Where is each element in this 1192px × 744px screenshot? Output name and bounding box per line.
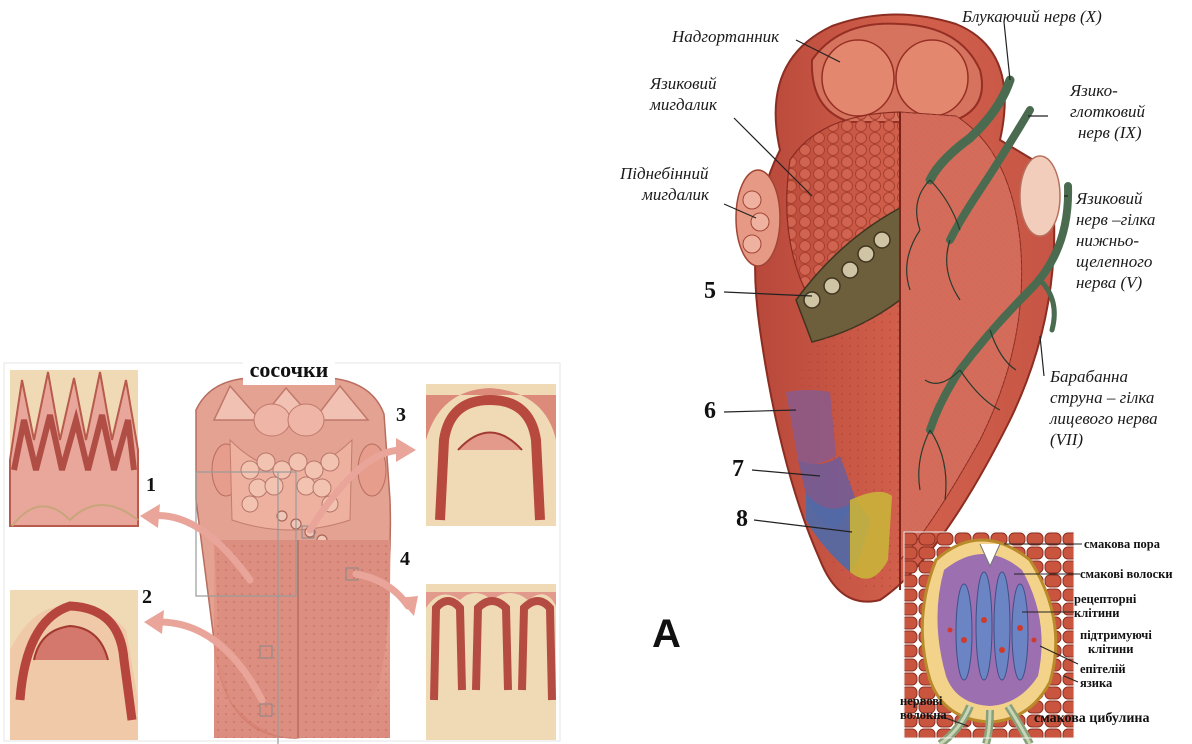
label-taste-pore: смакова пора xyxy=(1084,537,1160,551)
tongue-papillae-illustration xyxy=(196,378,390,744)
label-lingual-tonsil: Язиковий мигдалик xyxy=(650,73,717,115)
label-receptor-cells: рецепторні клітини xyxy=(1074,592,1136,620)
label-receptor-line2: клітини xyxy=(1074,606,1136,620)
zone-number-5: 5 xyxy=(704,278,716,305)
tongue-innervation-illustration xyxy=(736,14,1068,601)
label-epiglottis: Надгортанник xyxy=(672,26,779,47)
label-glossopharyngeal-line1: Язико- xyxy=(1070,80,1145,101)
label-lingual-nerve-line4: щелепного xyxy=(1076,251,1155,272)
label-supporting-cells: підтримуючі клітини xyxy=(1080,628,1152,656)
label-chorda-line4: (VII) xyxy=(1050,429,1158,450)
papilla-number-1: 1 xyxy=(146,474,156,497)
label-palatine-tonsil-line1: Піднебінний xyxy=(620,163,709,184)
label-lingual-nerve-line1: Язиковий xyxy=(1076,188,1155,209)
papilla-number-2: 2 xyxy=(142,586,152,609)
papilla-inset-3 xyxy=(426,384,556,526)
papillae-title: сосочки xyxy=(243,355,335,385)
label-palatine-tonsil: Піднебінний мигдалик xyxy=(620,163,709,205)
label-supporting-line1: підтримуючі xyxy=(1080,628,1152,642)
label-chorda-line3: лицевого нерва xyxy=(1050,408,1158,429)
label-vagus-nerve: Блукаючий нерв (X) xyxy=(962,6,1102,27)
label-supporting-line2: клітини xyxy=(1088,642,1160,656)
label-taste-hairs: смакові волоски xyxy=(1080,567,1173,581)
zone-number-6: 6 xyxy=(704,398,716,425)
label-chorda-tympani: Барабанна струна – гілка лицевого нерва … xyxy=(1050,366,1158,450)
label-glossopharyngeal-line3: нерв (IX) xyxy=(1078,122,1153,143)
label-chorda-line1: Барабанна xyxy=(1050,366,1158,387)
papilla-inset-1 xyxy=(10,370,138,526)
zone-number-7: 7 xyxy=(732,456,744,483)
label-palatine-tonsil-line2: мигдалик xyxy=(642,184,731,205)
label-lingual-nerve-line2: нерв –гілка xyxy=(1076,209,1155,230)
label-tongue-epithelium: епітелій язика xyxy=(1080,662,1126,690)
papilla-number-4: 4 xyxy=(400,548,410,571)
label-nerve-fibers-line1: нервові xyxy=(900,694,947,708)
label-glossopharyngeal-line2: глотковий xyxy=(1070,101,1145,122)
label-lingual-nerve-line5: нерва (V) xyxy=(1076,272,1155,293)
label-taste-bulb: смакова цибулина xyxy=(1034,712,1150,726)
label-chorda-line2: струна – гілка xyxy=(1050,387,1158,408)
label-glossopharyngeal-nerve: Язико- глотковий нерв (IX) xyxy=(1070,80,1145,143)
label-nerve-fibers: нервові волокна xyxy=(900,694,947,722)
label-epithelium-line2: язика xyxy=(1080,676,1126,690)
papilla-number-3: 3 xyxy=(396,404,406,427)
label-epithelium-line1: епітелій xyxy=(1080,662,1126,676)
zone-number-8: 8 xyxy=(736,506,748,533)
label-nerve-fibers-line2: волокна xyxy=(900,708,947,722)
papilla-inset-4 xyxy=(426,584,556,740)
label-lingual-tonsil-line1: Язиковий xyxy=(650,73,717,94)
label-lingual-tonsil-line2: мигдалик xyxy=(650,94,717,115)
label-lingual-nerve: Язиковий нерв –гілка нижньо- щелепного н… xyxy=(1076,188,1155,293)
label-receptor-line1: рецепторні xyxy=(1074,592,1136,606)
label-lingual-nerve-line3: нижньо- xyxy=(1076,230,1155,251)
panel-letter-a: A xyxy=(652,612,681,657)
papilla-inset-2 xyxy=(10,590,138,740)
